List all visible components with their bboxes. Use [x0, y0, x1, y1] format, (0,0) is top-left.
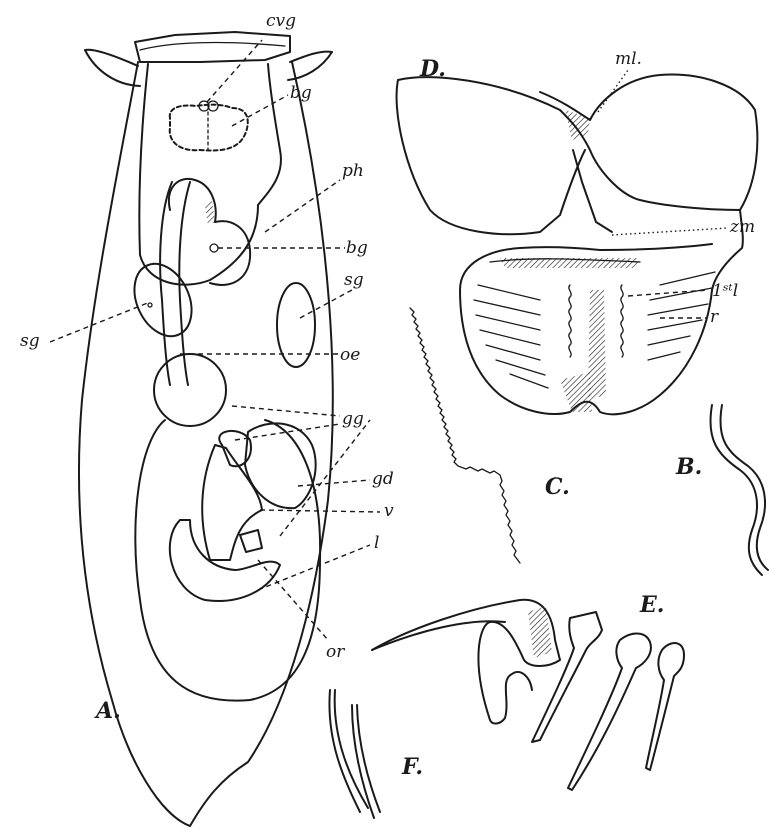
label-or: or [326, 642, 345, 662]
leader-sg-left [50, 302, 150, 342]
buccal-gland-dot [210, 244, 218, 252]
label-gd: gd [372, 469, 394, 489]
corona-edge [140, 43, 285, 50]
label-sg-right: sg [344, 270, 364, 290]
leader-sg-right [300, 290, 352, 318]
left-ramus [397, 80, 585, 234]
rami-base-shading [560, 372, 592, 412]
germarium [245, 423, 316, 508]
vitellarium [202, 445, 262, 560]
tooth-row-right [621, 285, 623, 357]
leader-gg-2 [235, 424, 340, 440]
leader-cvg [207, 40, 262, 102]
label-zm: zm [729, 217, 755, 237]
tooth-row-left [569, 285, 571, 357]
panel-d-trophi [397, 70, 758, 414]
label-ml: ml. [615, 49, 642, 69]
rami-median-shading [588, 290, 606, 400]
leader-ml [598, 70, 628, 112]
caption-e: E. [639, 592, 664, 618]
label-bg-top: bg [290, 83, 312, 103]
panel-b-seta-outer [710, 405, 762, 575]
label-cvg: cvg [266, 11, 296, 31]
label-gg: gg [342, 409, 364, 429]
uncus-ridges-right [648, 272, 715, 360]
zone-shading [500, 258, 640, 268]
leader-zm [612, 228, 728, 235]
leader-ph [265, 180, 340, 232]
head-corona [135, 32, 290, 62]
label-r: r [710, 307, 719, 327]
label-v: v [384, 501, 394, 521]
caption-d: D. [419, 56, 446, 82]
caption-f: F. [401, 754, 423, 780]
left-auricle [85, 50, 140, 86]
label-ph: ph [342, 161, 364, 181]
caption-b: B. [675, 454, 702, 480]
manubria-outline [398, 75, 757, 210]
label-sg-left: sg [20, 331, 40, 351]
leader-gd [298, 480, 370, 486]
label-oe: oe [340, 345, 360, 365]
label-bg-mid: bg [346, 238, 368, 258]
fulcrum-shading [565, 110, 590, 140]
caption-a: A. [94, 698, 121, 724]
gastric-gland-upper [154, 354, 226, 426]
jaw-tooth-2 [568, 634, 651, 791]
leader-v [260, 510, 380, 512]
label-l: l [374, 533, 379, 553]
cloaca [240, 530, 262, 552]
salivary-gland-left-dot [148, 303, 152, 307]
label-first-l: 1ˢᵗl [712, 281, 738, 301]
panel-c-serrated-edge [410, 308, 520, 563]
uncus-ridges-left [474, 285, 548, 388]
mastax-shading [205, 200, 215, 225]
jaw-tooth-3 [646, 643, 684, 770]
leader-gg-1 [232, 406, 340, 416]
panel-b-seta-inner [720, 405, 768, 570]
brain-ganglion [170, 105, 248, 151]
caption-c: C. [545, 474, 570, 500]
